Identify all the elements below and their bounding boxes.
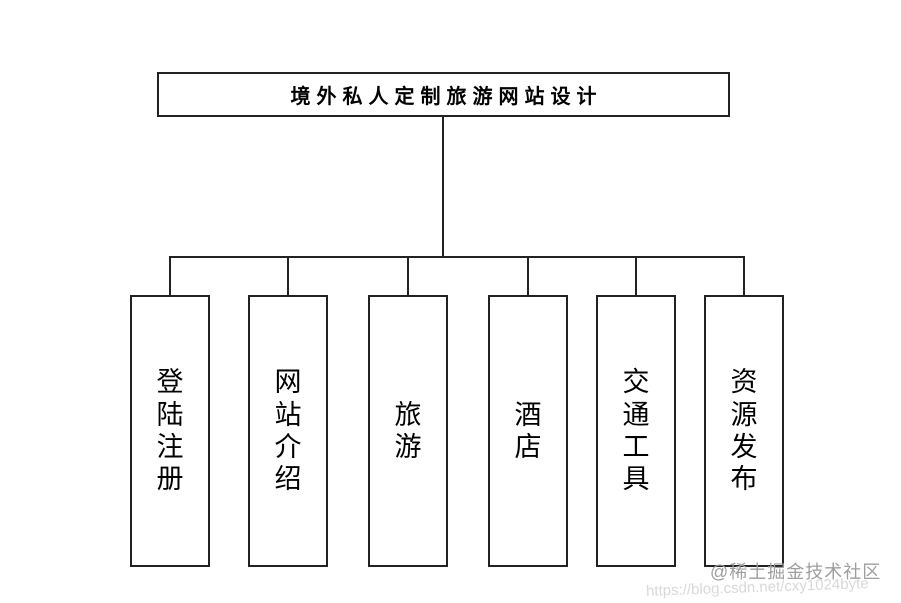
stem-connector-line (169, 258, 171, 295)
stem-connector-line (743, 258, 745, 295)
child-node-resource-publish: 资源发布 (704, 295, 784, 567)
root-node-label: 境外私人定制旅游网站设计 (290, 86, 603, 108)
child-node-travel: 旅游 (368, 295, 448, 567)
child-node-label: 资源发布 (730, 367, 758, 495)
child-node-login-register: 登陆注册 (130, 295, 210, 567)
stem-connector-line (527, 258, 529, 295)
branch-connector-line (169, 256, 745, 258)
child-node-label: 旅游 (394, 399, 422, 462)
child-node-label: 登陆注册 (156, 367, 184, 495)
watermark-url-text: https://blog.csdn.net/cxy1024byte (645, 575, 869, 600)
stem-connector-line (287, 258, 289, 295)
stem-connector-line (407, 258, 409, 295)
child-node-label: 网站介绍 (274, 367, 302, 495)
child-node-label: 酒店 (514, 399, 542, 462)
stem-connector-line (635, 258, 637, 295)
trunk-connector-line (442, 117, 444, 257)
child-node-site-intro: 网站介绍 (248, 295, 328, 567)
watermark-community-text: @稀土掘金技术社区 (710, 562, 882, 582)
child-node-label: 交通工具 (622, 367, 650, 495)
child-node-transport: 交通工具 (596, 295, 676, 567)
root-node-box: 境外私人定制旅游网站设计 (157, 72, 730, 117)
child-node-hotel: 酒店 (488, 295, 568, 567)
